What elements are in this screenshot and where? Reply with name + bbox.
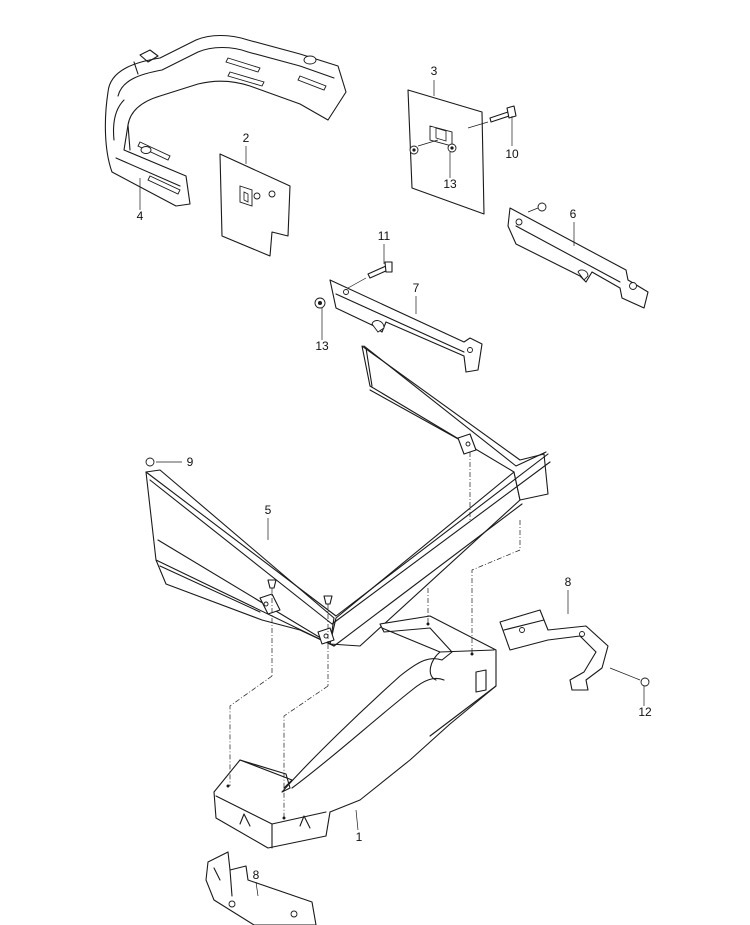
part-1-lower-cover bbox=[213, 615, 497, 849]
callout-9: 9 bbox=[187, 455, 194, 469]
callout-labels: 1 2 3 4 5 6 7 8 8 9 10 11 12 13 13 bbox=[137, 64, 652, 882]
callout-8-right: 8 bbox=[565, 575, 572, 589]
callout-4: 4 bbox=[137, 209, 144, 223]
callout-13-left: 13 bbox=[315, 339, 329, 353]
part-8-bracket-bottom bbox=[205, 851, 317, 925]
callout-11: 11 bbox=[378, 229, 391, 243]
part-2-plate bbox=[219, 153, 291, 257]
part-4-band-bracket bbox=[104, 34, 347, 207]
part-5-tray bbox=[145, 345, 551, 647]
callout-7: 7 bbox=[413, 281, 420, 295]
part-10-bolt bbox=[467, 105, 517, 129]
part-13-nut bbox=[314, 297, 326, 309]
part-11-pin bbox=[347, 261, 393, 289]
callout-5: 5 bbox=[265, 503, 272, 517]
callout-6: 6 bbox=[570, 207, 577, 221]
part-8-bracket-right bbox=[499, 609, 650, 691]
callout-10: 10 bbox=[505, 147, 519, 161]
callout-2: 2 bbox=[243, 131, 250, 145]
part-6-flat-bracket bbox=[507, 202, 649, 309]
callout-1: 1 bbox=[356, 830, 363, 844]
callout-3: 3 bbox=[431, 64, 438, 78]
part-7-angle-bracket bbox=[329, 279, 483, 373]
callout-13-top: 13 bbox=[443, 177, 457, 191]
leader-lines bbox=[139, 80, 645, 897]
part-tray-screws bbox=[267, 579, 333, 605]
callout-12: 12 bbox=[638, 705, 652, 719]
alignment-lines bbox=[229, 452, 521, 818]
callout-8-bottom: 8 bbox=[253, 868, 260, 882]
part-3-square-plate bbox=[407, 89, 485, 215]
